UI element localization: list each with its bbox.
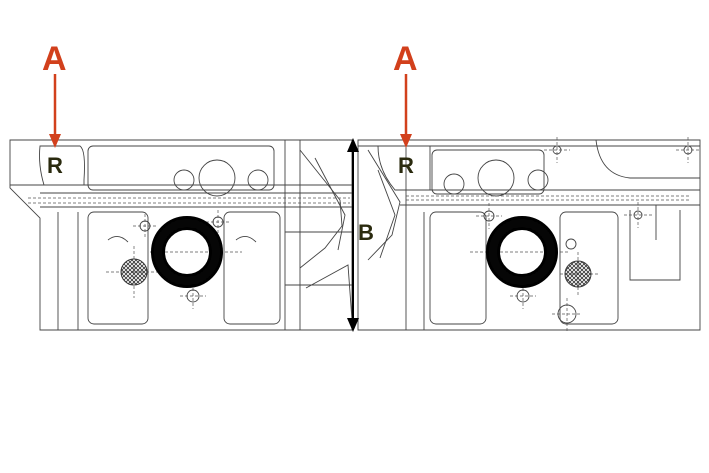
left-body-outline bbox=[9, 139, 353, 331]
left-section bbox=[9, 139, 353, 331]
label-a-right: A bbox=[393, 40, 418, 78]
callout-arrow-right bbox=[400, 74, 412, 148]
dimension-b bbox=[347, 138, 359, 332]
right-body-outline bbox=[357, 139, 701, 331]
label-a-left: A bbox=[42, 40, 67, 78]
label-b: B bbox=[358, 220, 374, 245]
left-hatched-plug bbox=[120, 258, 148, 286]
right-hatched-plug bbox=[564, 260, 592, 288]
label-r-right: R bbox=[398, 153, 414, 178]
right-section bbox=[357, 137, 701, 332]
label-r-left: R bbox=[47, 153, 63, 178]
callout-arrow-left bbox=[49, 74, 61, 148]
